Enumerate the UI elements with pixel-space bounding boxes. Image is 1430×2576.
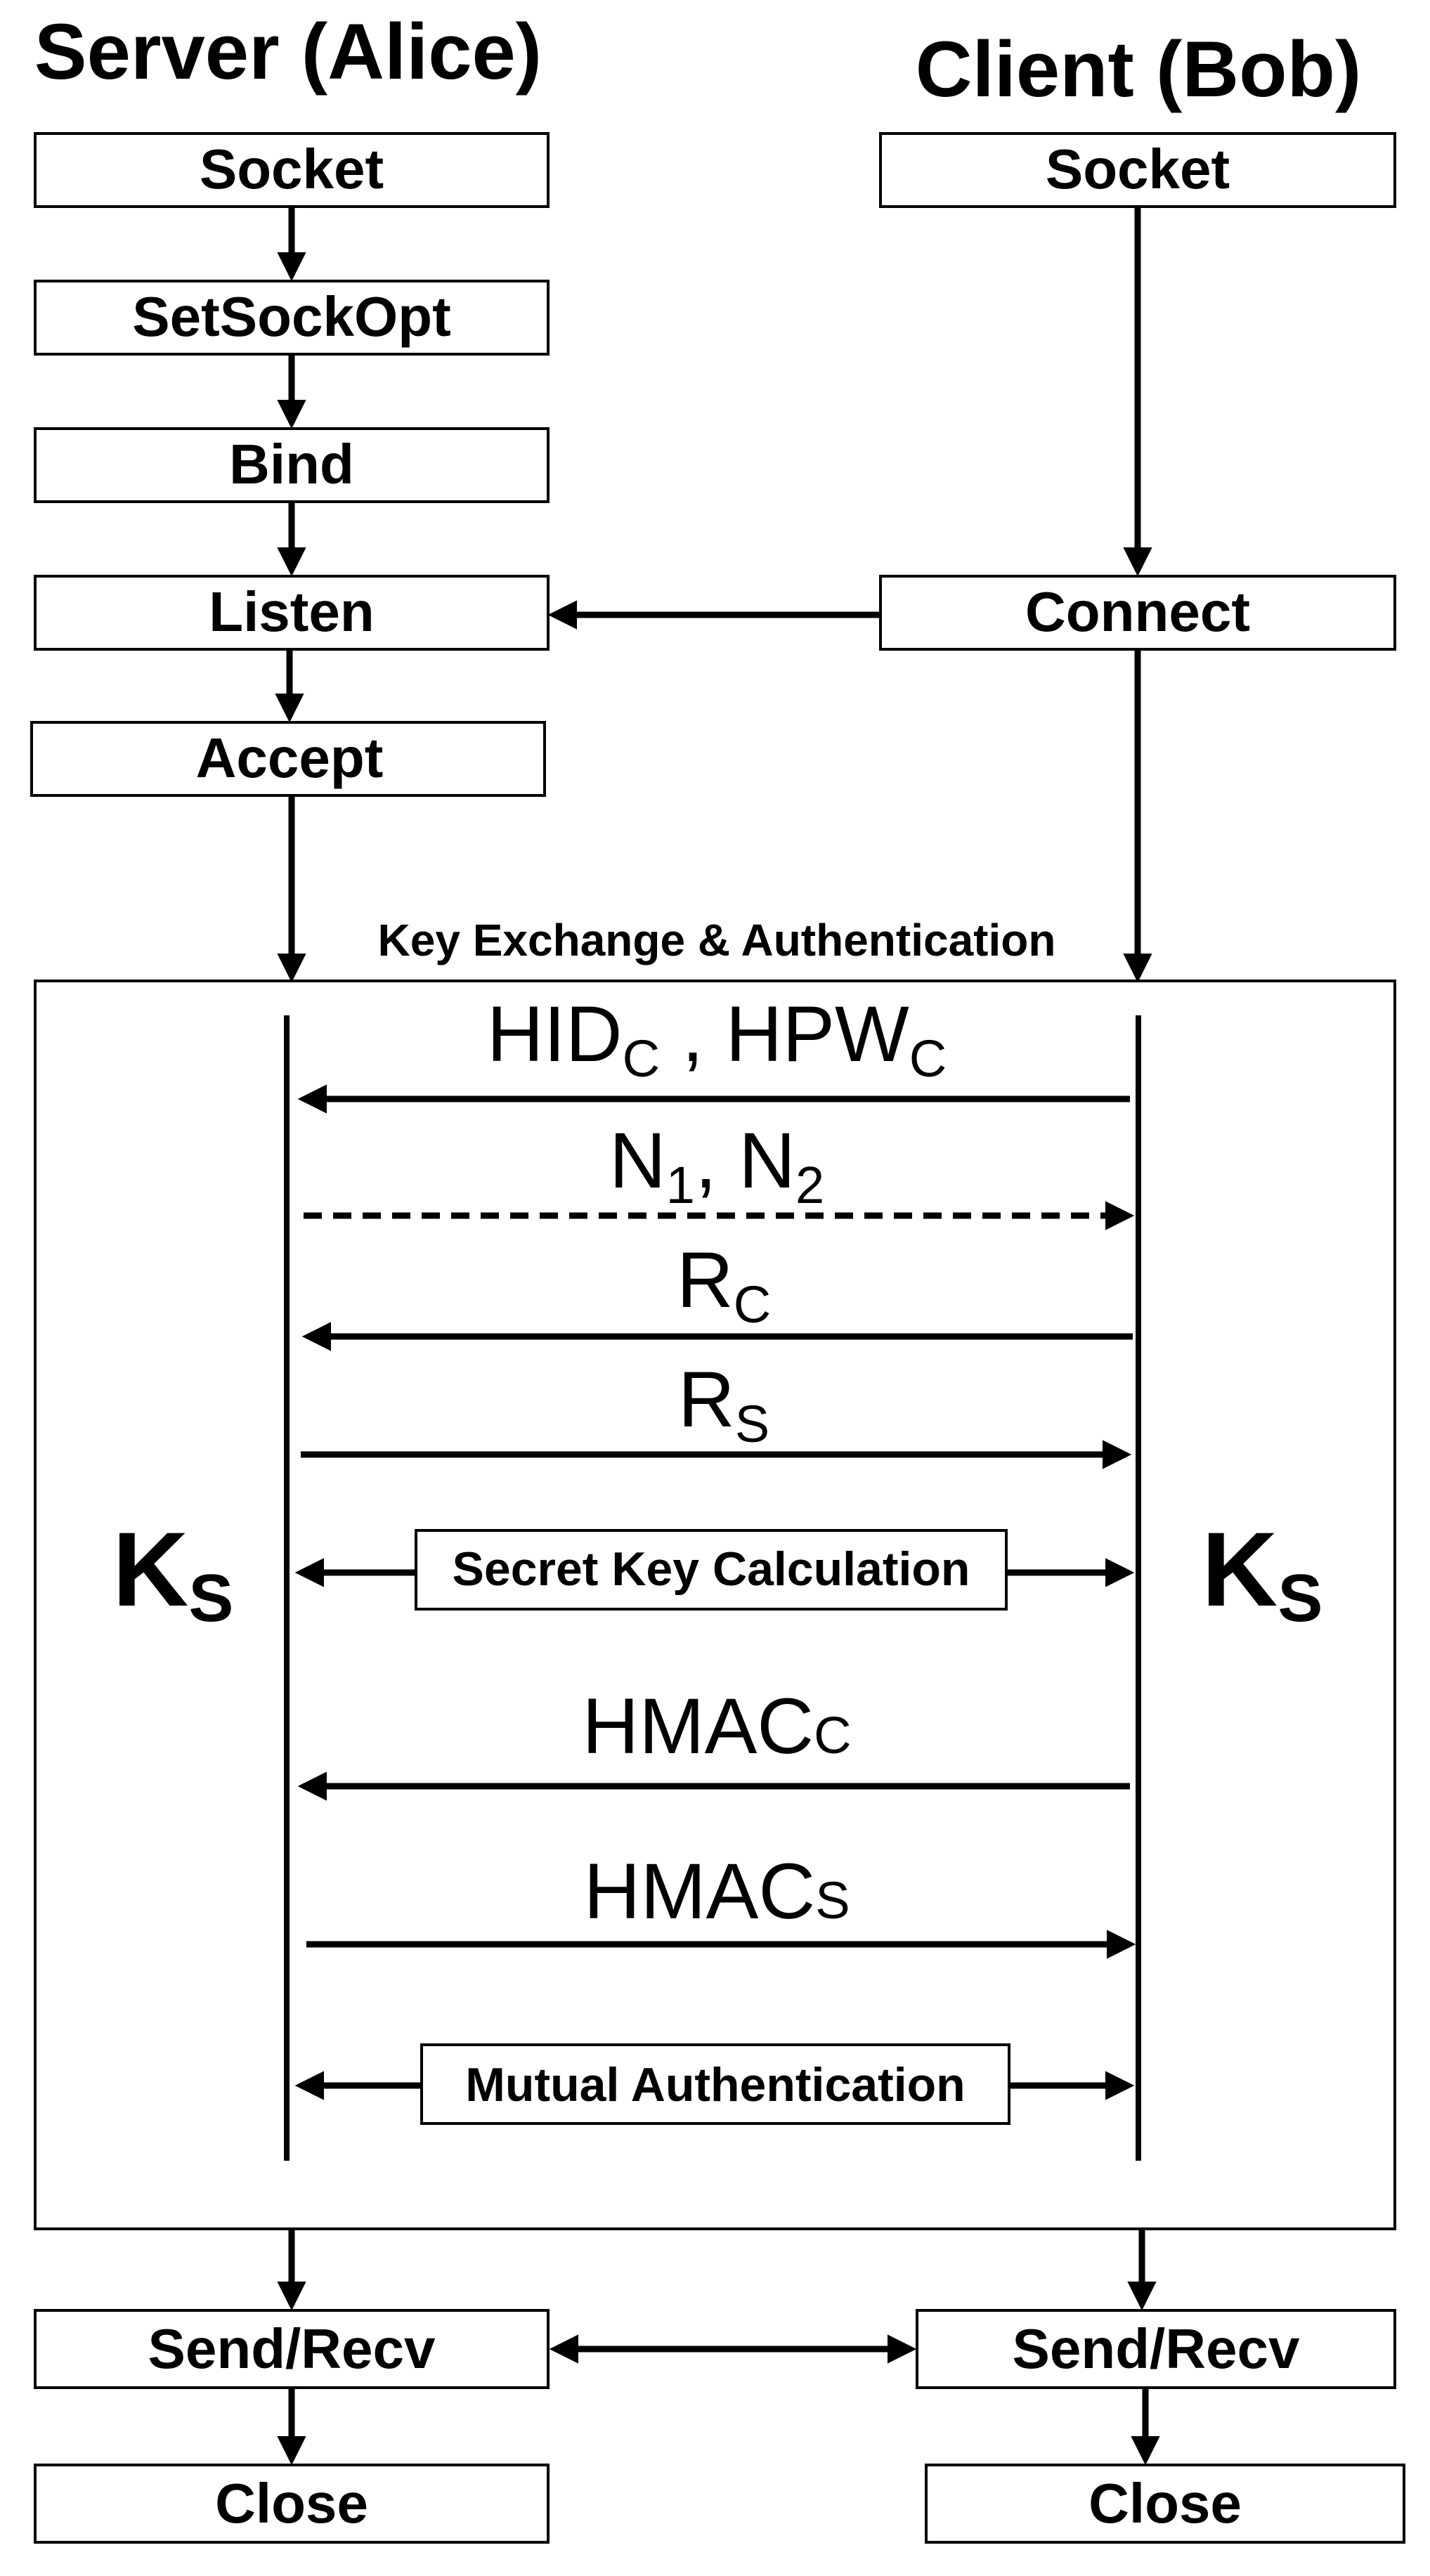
- secret-key-calculation-box: Secret Key Calculation: [415, 1529, 1008, 1611]
- server-key-label: KS: [112, 1510, 233, 1636]
- server-close: Close: [34, 2464, 550, 2544]
- message-rc-label: RC: [677, 1236, 771, 1334]
- mutual-authentication-box: Mutual Authentication: [420, 2043, 1010, 2125]
- server-step-listen-label: Listen: [209, 580, 375, 643]
- client-step-socket-label: Socket: [1046, 138, 1230, 200]
- server-step-listen: Listen: [34, 575, 550, 651]
- client-step-connect-label: Connect: [1025, 580, 1250, 643]
- server-send-recv-label: Send/Recv: [148, 2317, 436, 2380]
- client-title: Client (Bob): [916, 25, 1362, 113]
- server-title: Server (Alice): [34, 8, 542, 96]
- client-send-recv-label: Send/Recv: [1012, 2317, 1300, 2380]
- server-step-socket: Socket: [34, 132, 550, 208]
- message-nonce-label: N1, N2: [609, 1117, 824, 1214]
- client-step-socket: Socket: [879, 132, 1396, 208]
- server-step-bind-label: Bind: [229, 433, 354, 495]
- secret-key-calculation-label: Secret Key Calculation: [453, 1542, 970, 1596]
- hmac-s-label: HMACS: [583, 1847, 850, 1935]
- client-close: Close: [925, 2464, 1405, 2544]
- server-step-setsockopt-label: SetSockOpt: [132, 285, 450, 348]
- key-exchange-title: Key Exchange & Authentication: [378, 915, 1056, 965]
- client-step-connect: Connect: [879, 575, 1396, 651]
- key-exchange-frame: [34, 980, 1396, 2230]
- server-step-socket-label: Socket: [200, 138, 384, 200]
- message-hid-hpw-label: HIDC , HPWC: [487, 990, 947, 1088]
- message-rs-label: RS: [678, 1355, 769, 1453]
- client-key-label: KS: [1202, 1510, 1322, 1636]
- server-step-setsockopt: SetSockOpt: [34, 280, 550, 356]
- mutual-authentication-label: Mutual Authentication: [465, 2058, 965, 2112]
- server-close-label: Close: [215, 2472, 368, 2535]
- server-step-accept-label: Accept: [196, 727, 384, 789]
- client-send-recv: Send/Recv: [916, 2309, 1396, 2389]
- client-close-label: Close: [1088, 2472, 1242, 2535]
- hmac-c-label: HMACC: [582, 1682, 851, 1770]
- server-step-accept: Accept: [30, 721, 546, 797]
- server-step-bind: Bind: [34, 427, 550, 503]
- server-send-recv: Send/Recv: [34, 2309, 550, 2389]
